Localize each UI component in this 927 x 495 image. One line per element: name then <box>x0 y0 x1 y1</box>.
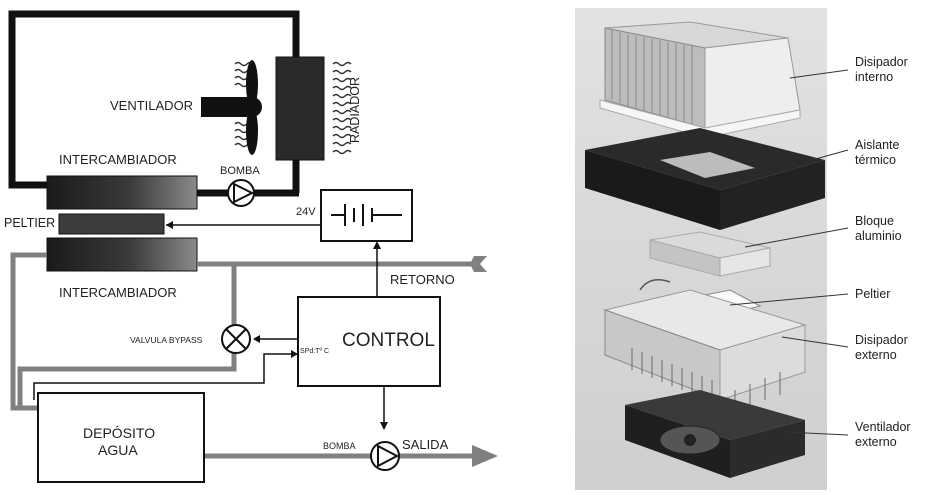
radiator-label: RADIADOR <box>348 65 362 155</box>
photo-label-internal-heatsink: Disipador interno <box>855 55 908 85</box>
photo-label-line2: externo <box>855 435 911 450</box>
photo-label-peltier: Peltier <box>855 287 890 302</box>
photo-label-line1: Bloque <box>855 214 902 229</box>
top-pump-label: BOMBA <box>220 165 260 177</box>
fan-icon <box>201 60 262 155</box>
control-label: CONTROL <box>342 330 435 352</box>
setpoint-label: SPd:Tº C <box>300 348 329 355</box>
bottom-pump-label: BOMBA <box>323 441 356 451</box>
retorno-label: RETORNO <box>390 272 455 287</box>
pump-top-icon <box>228 180 254 206</box>
tank-label-line2: AGUA <box>98 442 138 458</box>
bottom-exchanger-label: INTERCAMBIADOR <box>59 285 177 300</box>
photo-label-line2: externo <box>855 348 908 363</box>
photo-label-external-fan: Ventilador externo <box>855 420 911 450</box>
photo-label-line2: térmico <box>855 153 899 168</box>
peltier-label: PELTIER <box>4 216 55 230</box>
top-exchanger-block <box>47 176 197 209</box>
photo-label-line2: aluminio <box>855 229 902 244</box>
bottom-exchanger-block <box>47 238 197 271</box>
bypass-valve-label: VALVULA BYPASS <box>130 335 202 345</box>
photo-label-line2: interno <box>855 70 908 85</box>
fan-label: VENTILADOR <box>110 98 193 113</box>
photo-label-line1: Aislante <box>855 138 899 153</box>
peltier-module <box>59 214 164 234</box>
bypass-valve-icon <box>222 325 250 353</box>
photo-label-thermal-insulation: Aislante térmico <box>855 138 899 168</box>
retorno-inlet-arrow <box>470 256 487 272</box>
photo-label-line1: Ventilador <box>855 420 911 435</box>
pump-bottom-icon <box>371 442 399 470</box>
photo-label-external-heatsink: Disipador externo <box>855 333 908 363</box>
salida-label: SALIDA <box>402 437 448 452</box>
photo-label-line1: Peltier <box>855 287 890 302</box>
photo-label-aluminium-block: Bloque aluminio <box>855 214 902 244</box>
top-exchanger-label: INTERCAMBIADOR <box>59 152 177 167</box>
photo-label-line1: Disipador <box>855 55 908 70</box>
photo-label-line1: Disipador <box>855 333 908 348</box>
voltage-label: 24V <box>296 206 316 218</box>
radiator-block <box>276 57 324 160</box>
salida-outlet-arrow <box>472 445 498 467</box>
tank-label-line1: DEPÓSITO <box>83 425 155 441</box>
